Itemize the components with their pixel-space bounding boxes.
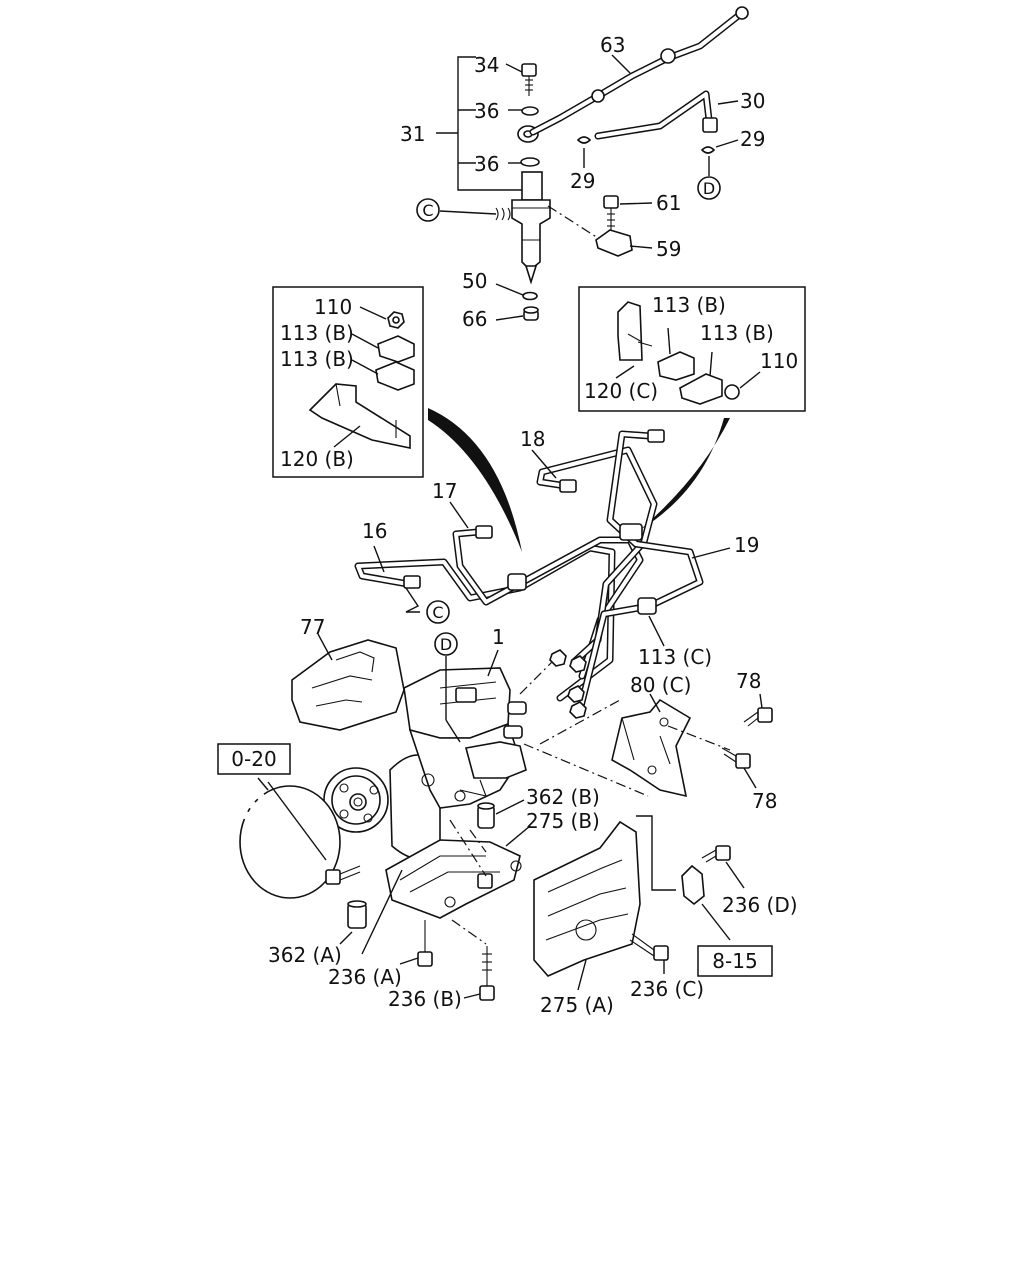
callout-236b: 236 (B)	[388, 987, 462, 1011]
callout-78: 78	[752, 789, 777, 813]
callout-17: 17	[432, 479, 457, 503]
callout-362b: 362 (B)	[526, 785, 600, 809]
callout-275b: 275 (B)	[526, 809, 600, 833]
callout-113b: 113 (B)	[280, 347, 354, 371]
callout-18: 18	[520, 427, 545, 451]
callout-110: 110	[760, 349, 798, 373]
callout-113b: 113 (B)	[652, 293, 726, 317]
inset-pointer-right	[640, 418, 730, 530]
callout-36: 36	[474, 99, 499, 123]
pump-mount-bolt	[325, 865, 361, 885]
o-ring	[239, 777, 341, 899]
callout-16: 16	[362, 519, 387, 543]
callout-50: 50	[462, 269, 487, 293]
bracket-80c	[611, 693, 773, 798]
svg-text:D: D	[703, 179, 715, 198]
injector-assembly	[436, 6, 749, 321]
callout-236a: 236 (A)	[328, 965, 402, 989]
callout-77: 77	[300, 615, 325, 639]
svg-text:8-15: 8-15	[712, 949, 757, 973]
svg-text:C: C	[422, 201, 433, 220]
svg-text:C: C	[432, 603, 443, 622]
callout-362a: 362 (A)	[268, 943, 342, 967]
callout-113b: 113 (B)	[700, 321, 774, 345]
callout-236c: 236 (C)	[630, 977, 704, 1001]
page-reference-0-20[interactable]: 0-20	[217, 743, 291, 775]
reference-letter-c-top: C	[416, 198, 440, 222]
callout-120c: 120 (C)	[584, 379, 658, 403]
callout-36: 36	[474, 152, 499, 176]
callout-275a: 275 (A)	[540, 993, 614, 1017]
callout-1: 1	[492, 625, 505, 649]
lower-brackets	[339, 799, 745, 1001]
callout-labels: 34 36 31 36 63 30 29 29 61 59 50 66 110 …	[268, 33, 798, 1017]
injection-pump	[291, 633, 649, 860]
svg-text:0-20: 0-20	[231, 747, 276, 771]
callout-66: 66	[462, 307, 487, 331]
injection-pipes	[354, 429, 731, 719]
reference-letter-d-top: D	[697, 176, 721, 200]
callout-59: 59	[656, 237, 681, 261]
callout-113b: 113 (B)	[280, 321, 354, 345]
callout-29: 29	[570, 169, 595, 193]
callout-61: 61	[656, 191, 681, 215]
inset-detail-right	[578, 286, 806, 412]
callout-30: 30	[740, 89, 765, 113]
callout-120b: 120 (B)	[280, 447, 354, 471]
callout-110: 110	[314, 295, 352, 319]
page-reference-8-15[interactable]: 8-15	[697, 945, 773, 977]
svg-text:D: D	[440, 635, 452, 654]
callout-113c: 113 (C)	[638, 645, 712, 669]
callout-29: 29	[740, 127, 765, 151]
callout-78: 78	[736, 669, 761, 693]
callout-236d: 236 (D)	[722, 893, 798, 917]
callout-19: 19	[734, 533, 759, 557]
reference-letter-d-middle: D	[434, 632, 458, 656]
callout-80c: 80 (C)	[630, 673, 691, 697]
callout-34: 34	[474, 53, 499, 77]
inset-pointer-left	[428, 408, 522, 552]
callout-63: 63	[600, 33, 625, 57]
callout-31: 31	[400, 122, 425, 146]
reference-letter-c-middle: C	[426, 600, 450, 624]
inset-detail-left	[272, 286, 424, 478]
